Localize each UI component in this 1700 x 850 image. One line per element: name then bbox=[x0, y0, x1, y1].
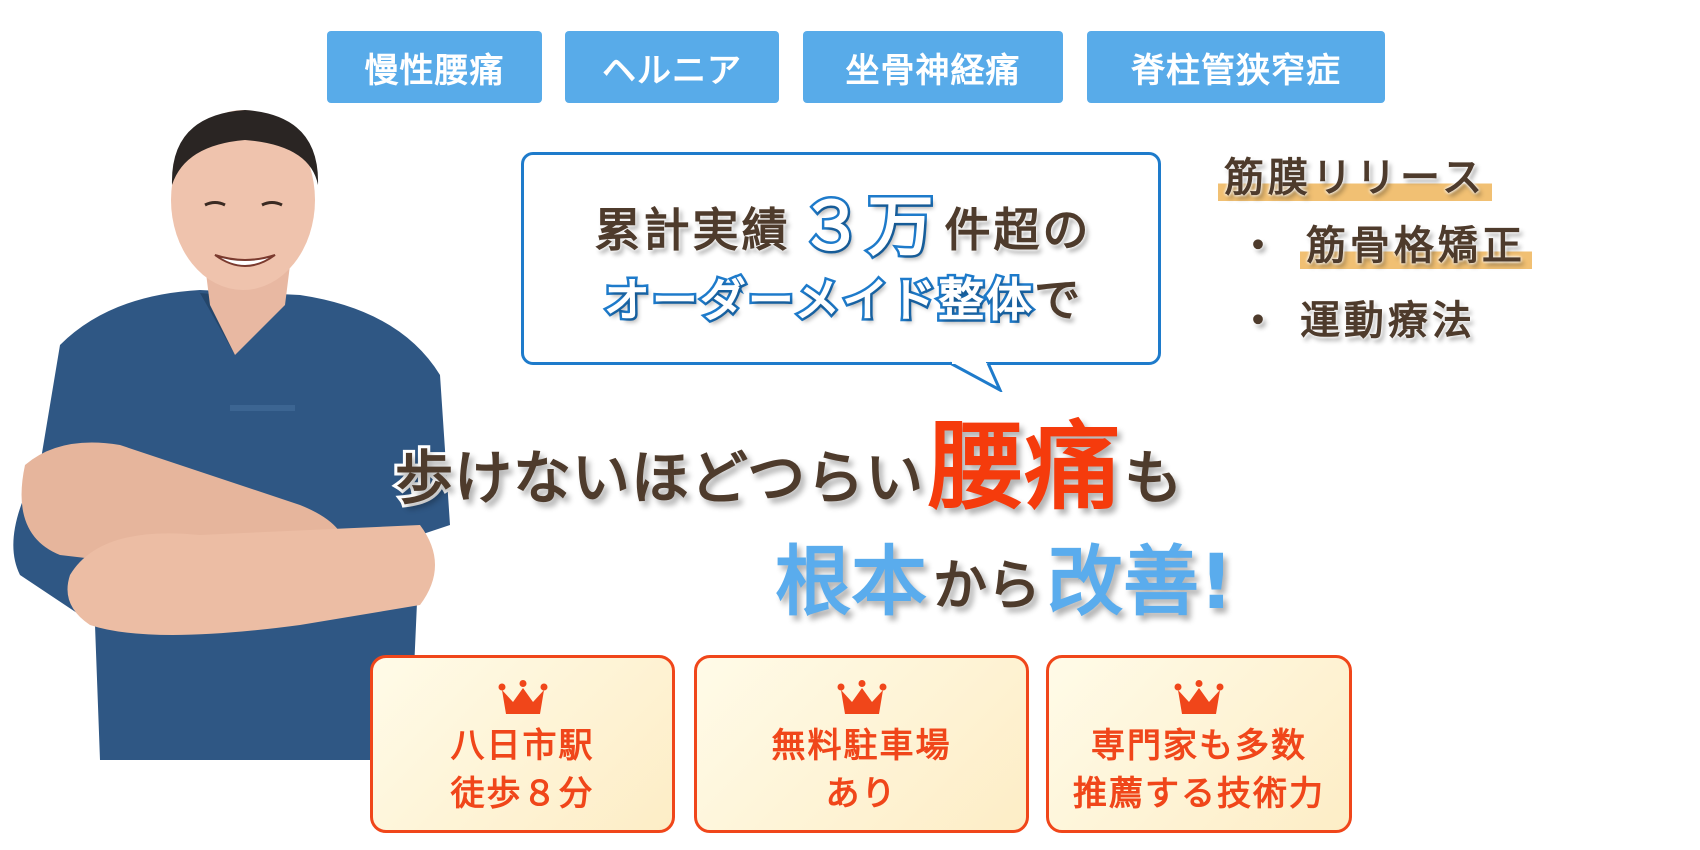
feature-line-1: 専門家も多数 bbox=[1091, 726, 1307, 766]
headline-exclamation: ! bbox=[1196, 537, 1237, 626]
bubble-record-prefix: 累計実績 bbox=[594, 203, 791, 257]
feature-card-parking: 無料駐車場 あり bbox=[694, 655, 1029, 833]
tag-spinal-stenosis: 脊柱管狭窄症 bbox=[1087, 31, 1385, 103]
feature-line-1: 八日市駅 bbox=[450, 726, 595, 766]
technique-label: 筋膜リリース bbox=[1218, 155, 1492, 201]
feature-card-expertise: 専門家も多数 推薦する技術力 bbox=[1046, 655, 1352, 833]
headline-prefix: 歩けないほどつらい bbox=[392, 441, 926, 515]
feature-text: 無料駐車場 あり bbox=[772, 722, 952, 818]
bubble-record-line: 累計実績 ３万 件超の bbox=[548, 180, 1138, 265]
headline-line-2: 根本 から 改善 ! bbox=[772, 520, 1237, 626]
technique-musculoskeletal: ・ 筋骨格矯正 bbox=[1238, 213, 1532, 271]
feature-text: 八日市駅 徒歩８分 bbox=[451, 722, 595, 818]
headline-suffix: も bbox=[1121, 441, 1185, 515]
feature-line-2: 推薦する技術力 bbox=[1073, 774, 1325, 814]
technique-label: 運動療法 bbox=[1299, 298, 1476, 344]
feature-line-2: 徒歩８分 bbox=[450, 774, 595, 814]
headline-line-1: 歩けないほどつらい 腰痛 も bbox=[392, 395, 1185, 523]
bubble-custom-line: オーダーメイド整体 で bbox=[548, 262, 1138, 332]
crown-icon bbox=[498, 680, 547, 714]
tag-hernia: ヘルニア bbox=[565, 31, 779, 103]
tag-sciatica: 坐骨神経痛 bbox=[803, 31, 1063, 103]
crown-icon bbox=[837, 680, 886, 714]
bubble-custom-highlight: オーダーメイド整体 bbox=[601, 271, 1035, 330]
feature-line-1: 無料駐車場 bbox=[771, 726, 952, 766]
bullet-icon: ・ bbox=[1238, 298, 1282, 344]
bullet-icon: ・ bbox=[1238, 223, 1282, 269]
headline-word-root: 根本 bbox=[772, 537, 930, 626]
headline-word-improve: 改善 bbox=[1044, 537, 1202, 626]
bubble-record-suffix: 件超の bbox=[944, 203, 1092, 257]
technique-exercise-therapy: ・ 運動療法 bbox=[1238, 288, 1476, 346]
headline-emphasis: 腰痛 bbox=[925, 411, 1123, 523]
technique-fascia-release: 筋膜リリース bbox=[1218, 145, 1492, 203]
tag-chronic-back-pain: 慢性腰痛 bbox=[327, 31, 542, 103]
therapist-photo bbox=[13, 110, 450, 760]
feature-card-station: 八日市駅 徒歩８分 bbox=[370, 655, 675, 833]
bubble-record-number: ３万 bbox=[796, 188, 937, 265]
feature-line-2: あり bbox=[825, 774, 898, 814]
bubble-custom-suffix: で bbox=[1034, 273, 1083, 327]
crown-icon bbox=[1174, 680, 1224, 714]
feature-text: 専門家も多数 推薦する技術力 bbox=[1073, 722, 1325, 818]
speech-bubble bbox=[521, 152, 1161, 365]
technique-label: 筋骨格矯正 bbox=[1299, 223, 1532, 269]
speech-bubble-tail bbox=[950, 360, 1003, 392]
headline-connector: から bbox=[930, 551, 1044, 620]
